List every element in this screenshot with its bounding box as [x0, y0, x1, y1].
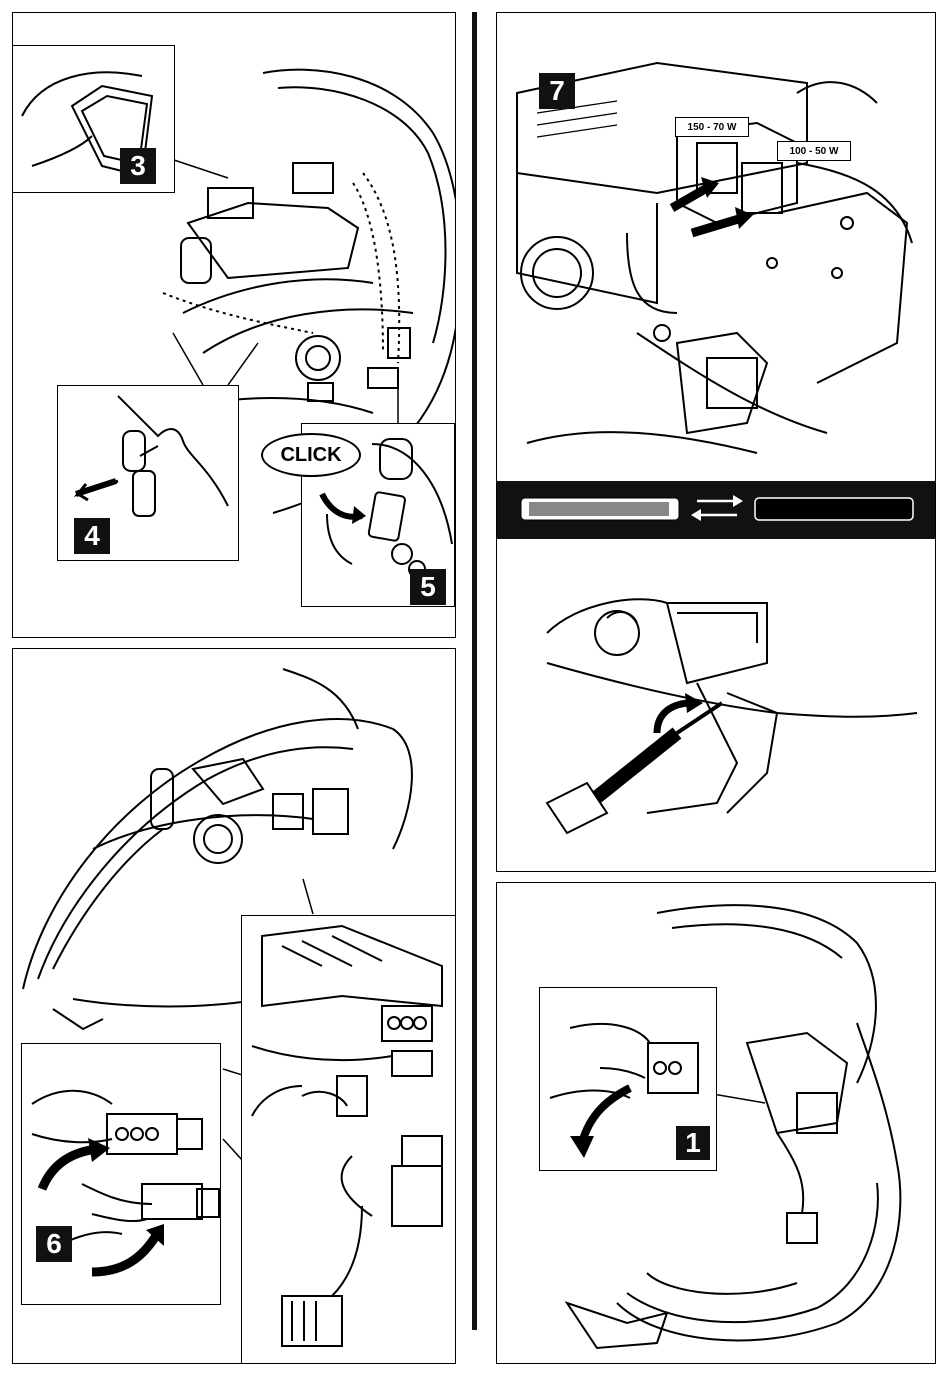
inset-step-3: 3	[12, 45, 175, 193]
inset-step-1: 1	[539, 987, 717, 1171]
panel-step-7: 7 150 - 70 W 100 - 50 W	[496, 12, 936, 872]
plug-swap-drawing	[22, 1044, 221, 1305]
connector-detail-drawing	[242, 916, 456, 1364]
ballast-drawing	[497, 13, 936, 872]
step-7-badge: 7	[539, 73, 575, 109]
click-callout: CLICK	[261, 433, 361, 477]
panel-steps-3-4-5: 3 4 5	[12, 12, 456, 638]
step-4-badge: 4	[74, 518, 110, 554]
wattage-label-low: 100 - 50 W	[777, 141, 851, 161]
center-divider	[472, 12, 477, 1330]
panel-step-1: 1	[496, 882, 936, 1364]
step-3-badge: 3	[120, 148, 156, 184]
step-5-badge: 5	[410, 569, 446, 605]
wattage-label-high: 150 - 70 W	[675, 117, 749, 137]
inset-step-4: 4	[57, 385, 239, 561]
panel-step-6: 6	[12, 648, 456, 1364]
inset-step-6: 6	[21, 1043, 221, 1305]
step-6-badge: 6	[36, 1226, 72, 1262]
step-1-badge: 1	[676, 1126, 710, 1160]
inset-connector-detail	[241, 915, 456, 1364]
